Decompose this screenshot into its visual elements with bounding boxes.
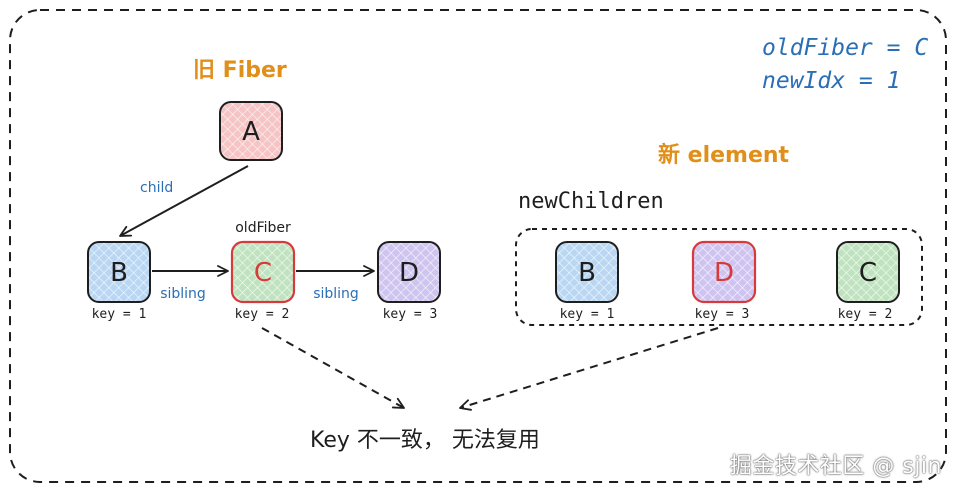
fiber-node-b-label: B <box>110 258 128 288</box>
compare-arrow-old <box>261 327 405 409</box>
fiber-node-c: C <box>230 240 296 304</box>
sibling-edge-b-c-label: sibling <box>160 286 206 302</box>
fiber-node-b-key: key = 1 <box>92 307 147 322</box>
outer-frame <box>9 9 947 483</box>
element-node-b: B <box>555 241 619 303</box>
child-edge <box>119 165 249 237</box>
watermark: 掘金技术社区 @ sjin <box>729 454 942 479</box>
old-fiber-pointer-label: oldFiber <box>235 220 291 236</box>
fiber-node-a: A <box>219 101 283 161</box>
old-fiber-title: 旧 Fiber <box>193 58 287 83</box>
element-node-d-label: D <box>714 258 734 288</box>
element-node-c-key: key = 2 <box>838 307 893 322</box>
element-node-b-key: key = 1 <box>560 307 615 322</box>
fiber-node-a-label: A <box>242 117 260 147</box>
new-idx-status: newIdx = 1 <box>762 68 900 94</box>
element-node-c-label: C <box>859 258 877 288</box>
fiber-node-d-key: key = 3 <box>383 307 438 322</box>
fiber-node-b: B <box>87 241 151 303</box>
child-edge-label: child <box>140 180 173 196</box>
fiber-node-c-label: C <box>254 258 272 288</box>
fiber-node-c-key: key = 2 <box>235 307 290 322</box>
element-node-d-key: key = 3 <box>695 307 750 322</box>
new-children-group <box>515 228 923 326</box>
new-element-title: 新 element <box>658 142 790 168</box>
old-fiber-status: oldFiber = C <box>762 35 928 61</box>
element-node-d: D <box>691 240 757 304</box>
new-children-label: newChildren <box>518 189 664 214</box>
fiber-node-d-label: D <box>399 258 419 288</box>
conclusion-text: Key 不一致， 无法复用 <box>310 428 540 453</box>
element-node-c: C <box>836 241 900 303</box>
compare-arrow-new <box>459 327 719 411</box>
fiber-node-d: D <box>377 241 441 303</box>
sibling-edge-c-d-label: sibling <box>313 286 359 302</box>
element-node-b-label: B <box>578 258 596 288</box>
